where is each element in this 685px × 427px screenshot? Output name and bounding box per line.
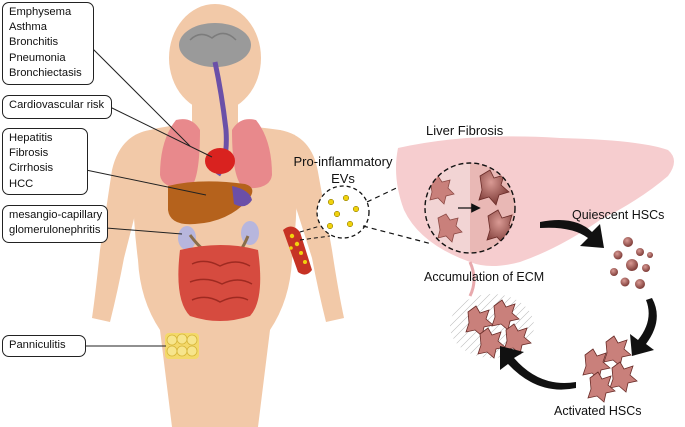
ev-dot [327,198,335,206]
lung-disease-item: Asthma [9,21,47,34]
ev-zoom-circle [299,185,370,241]
liver-disease-item: Hepatitis [9,132,53,144]
body-left-arm [92,130,150,322]
liver-disease-item: Fibrosis [9,147,49,160]
evs-label-line1: Pro-inflammatory [293,154,393,169]
activated-hscs-label: Activated HSCs [554,404,642,418]
arrow-to-activated [630,298,657,356]
quiescent-hscs-label: Quiescent HSCs [572,208,665,222]
kidney-right-icon [241,221,259,245]
arrow-to-ecm [500,346,576,390]
activated-hsc-cluster [582,335,638,403]
liver-fibrosis-label: Liver Fibrosis [426,123,504,138]
liver-diseases-box: Hepatitis Fibrosis Cirrhosis HCC [2,128,88,195]
body-right-arm [280,130,344,322]
cardio-item: Cardiovascular risk [9,99,105,111]
kidney-disease-box: mesangio-capillary glomerulonephritis [2,205,108,243]
kidney-left-icon [178,226,196,250]
lung-disease-item: Bronchiectasis [9,66,82,79]
ev-dot [342,194,350,202]
kidney-disease-item: glomerulonephritis [9,224,101,237]
liver-disease-item: HCC [9,177,34,190]
human-body [92,4,344,427]
liver-organ-icon [168,181,253,225]
liver-disease-item: Cirrhosis [9,162,54,175]
lung-diseases-box: Emphysema Asthma Bronchitis Pneumonia Br… [2,2,94,85]
quiescent-hsc-cluster [610,237,653,289]
fat-disease-item: Panniculitis [9,339,66,351]
panniculitis-box: Panniculitis [2,335,86,357]
lung-disease-item: Emphysema [9,6,72,18]
lungs-icon [160,119,272,189]
lung-disease-item: Pneumonia [9,51,66,64]
evs-label-line2: EVs [331,171,355,186]
arrow-to-quiescent [540,219,604,248]
ecm-label: Accumulation of ECM [424,270,545,284]
brain-icon [179,23,251,67]
lung-disease-item: Bronchitis [9,36,59,49]
ecm-cluster [450,294,534,359]
heart-icon [205,148,235,174]
ev-dot [346,220,354,228]
kidney-disease-item: mesangio-capillary [9,209,103,221]
connector-lines [85,43,213,347]
ev-dot [326,222,334,230]
ev-dot [333,210,341,218]
cycle-arrows [500,219,657,390]
ev-dot [352,205,360,213]
blood-vessel-icon [283,226,312,275]
cardiovascular-box: Cardiovascular risk [2,95,112,119]
fat-tissue-icon [165,333,199,359]
stomach-icon [232,186,252,207]
